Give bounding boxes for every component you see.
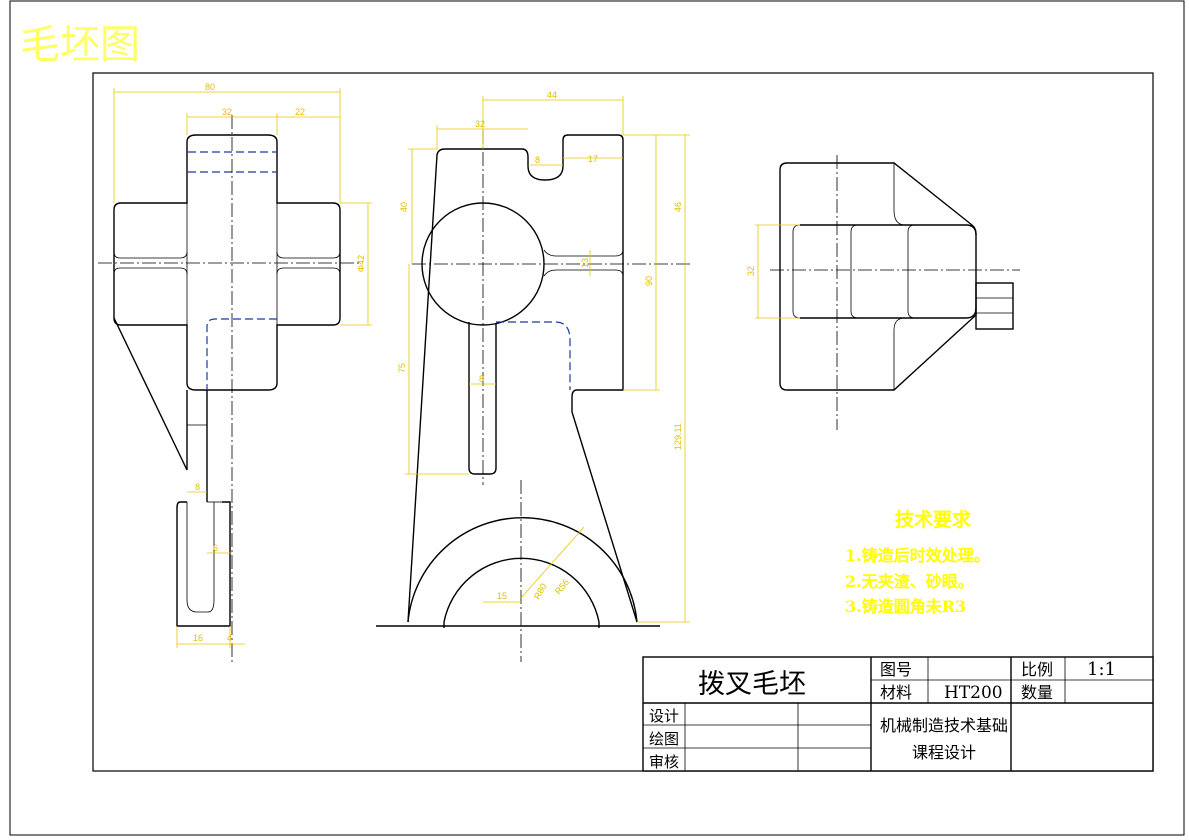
- course-line-2: 课程设计: [912, 743, 976, 762]
- scale-value: 1:1: [1087, 659, 1116, 680]
- dim-80: 80: [205, 82, 215, 92]
- dim-32a: 32: [222, 107, 232, 117]
- dim-6: 6: [213, 543, 218, 553]
- technical-requirements: 技术要求 1.铸造后时效处理。 2.无夹渣、砂眼。 3.铸造圆角未R3: [845, 508, 990, 616]
- dim-15: 15: [497, 591, 507, 601]
- dim-32c: 32: [746, 266, 756, 276]
- design-label: 设计: [649, 707, 679, 725]
- dim-17: 17: [588, 154, 598, 164]
- dim-r80: R80: [532, 582, 549, 601]
- review-label: 审核: [649, 753, 679, 771]
- scale-label: 比例: [1021, 660, 1053, 679]
- outer-border: [9, 0, 1185, 836]
- course-line-1: 机械制造技术基础: [880, 716, 1008, 735]
- material-value: HT200: [944, 683, 1003, 703]
- title-block: 拨叉毛坯 图号 材料 HT200 比例 1:1 数量 设计 绘图 审核 机械制造…: [642, 656, 1154, 772]
- tech-item-1: 1.铸造后时效处理。: [845, 546, 990, 565]
- dim-16: 16: [193, 633, 203, 643]
- dim-8a: 8: [195, 482, 200, 492]
- dim-phi42: Φ42: [356, 255, 366, 272]
- dim-8b: 8: [535, 155, 540, 165]
- dim-46: 46: [673, 202, 683, 212]
- dim-8c: 8: [479, 374, 484, 384]
- dim-22: 22: [295, 107, 305, 117]
- dim-129: 129.11: [673, 423, 683, 450]
- dim-4: 4: [227, 633, 232, 643]
- tech-heading: 技术要求: [895, 508, 972, 531]
- dim-r56: R56: [553, 577, 571, 596]
- dim-13: 13: [580, 258, 590, 268]
- dim-44: 44: [547, 90, 557, 100]
- middle-view: 44 32 8 17 40 46 90 75 13 8 129.11 15 R8…: [376, 90, 690, 662]
- draw-label: 绘图: [649, 730, 679, 748]
- part-name: 拨叉毛坯: [698, 669, 806, 700]
- drawing-no-label: 图号: [880, 660, 912, 679]
- dim-75: 75: [397, 363, 407, 373]
- dim-40: 40: [399, 202, 409, 212]
- dim-90: 90: [644, 276, 654, 286]
- right-view: 32: [746, 155, 1020, 430]
- material-label: 材料: [880, 683, 912, 702]
- tech-item-2: 2.无夹渣、砂眼。: [845, 572, 974, 591]
- sheet-title: 毛坯图: [20, 22, 140, 68]
- drawing-frame: [92, 72, 1154, 772]
- tech-item-3: 3.铸造圆角未R3: [845, 597, 966, 616]
- quantity-label: 数量: [1021, 683, 1053, 702]
- left-view: 80 32 22 Φ42 8 6 16 4: [98, 82, 372, 665]
- dim-32b: 32: [475, 119, 485, 129]
